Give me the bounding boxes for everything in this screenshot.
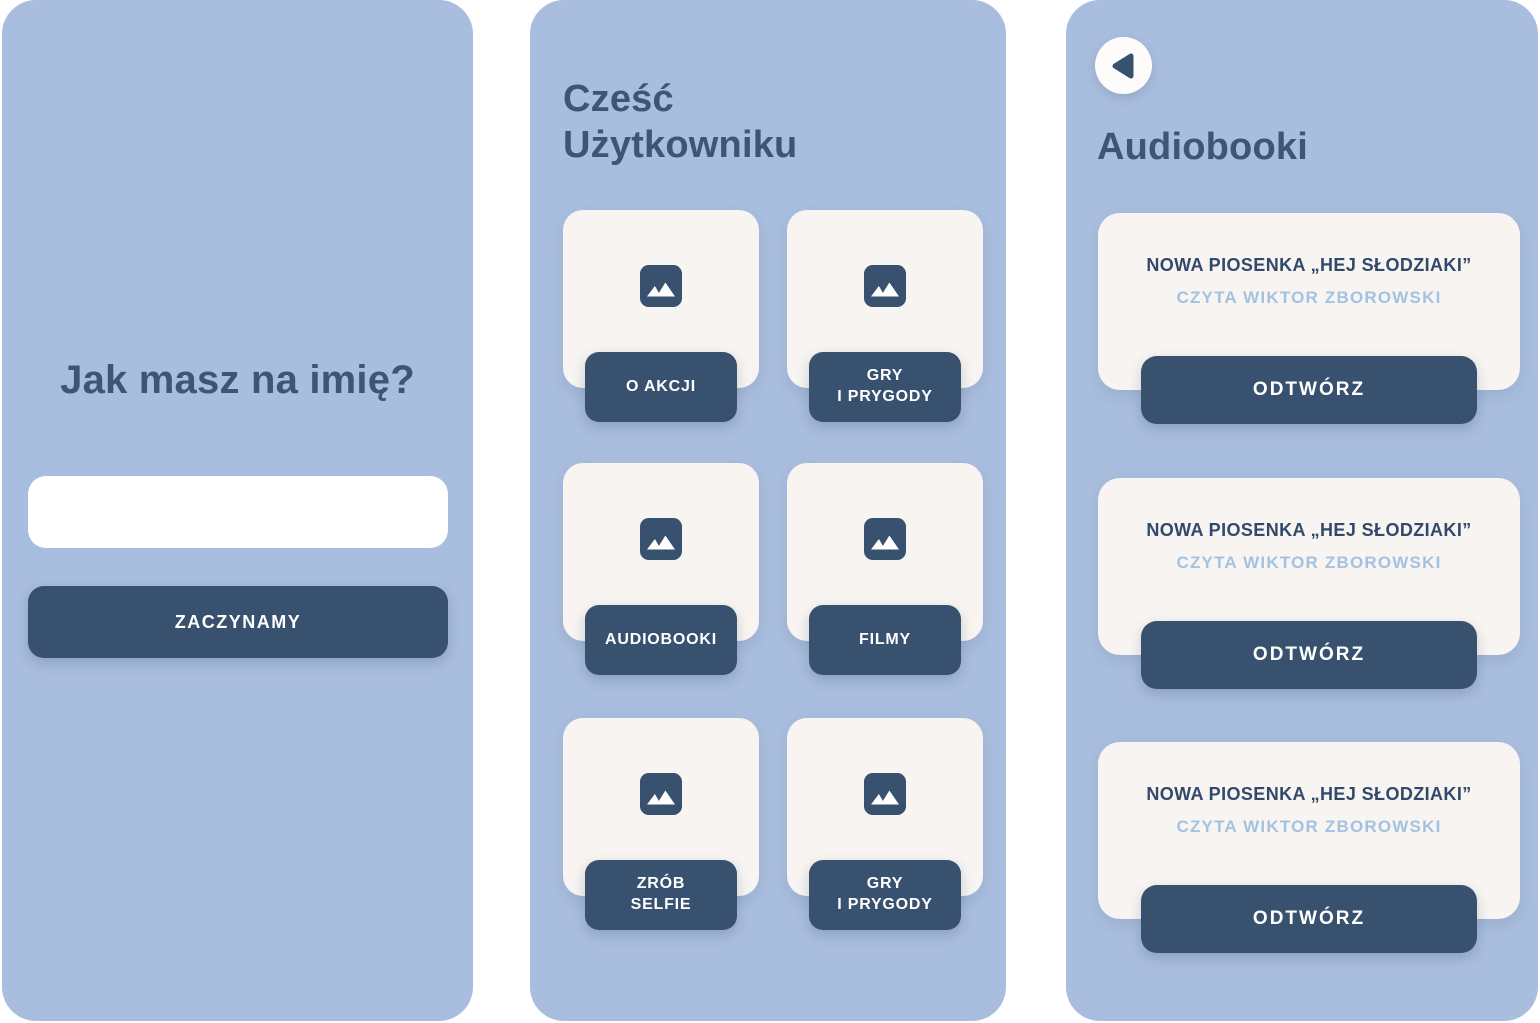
start-button[interactable]: ZACZYNAMY — [28, 586, 448, 658]
name-input[interactable] — [28, 476, 448, 548]
tile-o-akcji[interactable]: O AKCJI — [563, 210, 759, 422]
tile-audiobooki[interactable]: AUDIOBOOKI — [563, 463, 759, 675]
back-button[interactable] — [1095, 37, 1152, 94]
audiobook-title: NOWA PIOSENKA „HEJ SŁODZIAKI” — [1146, 784, 1472, 804]
image-placeholder-icon — [864, 773, 906, 815]
image-placeholder-icon — [864, 265, 906, 307]
screen-home: Cześć Użytkowniku O AKCJI GRY I PRYGODY … — [530, 0, 1006, 1021]
back-arrow-icon — [1109, 51, 1135, 81]
audiobook-card: NOWA PIOSENKA „HEJ SŁODZIAKI” CZYTA WIKT… — [1098, 742, 1520, 953]
audiobook-card: NOWA PIOSENKA „HEJ SŁODZIAKI” CZYTA WIKT… — [1098, 213, 1520, 424]
tile-label-button[interactable]: O AKCJI — [585, 352, 737, 422]
tile-zrob-selfie[interactable]: ZRÓB SELFIE — [563, 718, 759, 930]
tile-label-button[interactable]: FILMY — [809, 605, 961, 675]
tile-gry-i-prygody-2[interactable]: GRY I PRYGODY — [787, 718, 983, 930]
tile-label-button[interactable]: ZRÓB SELFIE — [585, 860, 737, 930]
tile-label-button[interactable]: GRY I PRYGODY — [809, 860, 961, 930]
tile-filmy[interactable]: FILMY — [787, 463, 983, 675]
image-placeholder-icon — [640, 518, 682, 560]
audiobook-card: NOWA PIOSENKA „HEJ SŁODZIAKI” CZYTA WIKT… — [1098, 478, 1520, 689]
image-placeholder-icon — [640, 773, 682, 815]
audiobook-narrator: CZYTA WIKTOR ZBOROWSKI — [1176, 553, 1442, 572]
play-button[interactable]: ODTWÓRZ — [1141, 356, 1477, 424]
play-button[interactable]: ODTWÓRZ — [1141, 621, 1477, 689]
screen-name-entry: Jak masz na imię? ZACZYNAMY — [2, 0, 473, 1021]
play-button[interactable]: ODTWÓRZ — [1141, 885, 1477, 953]
home-greeting-heading: Cześć Użytkowniku — [563, 78, 798, 167]
audiobook-narrator: CZYTA WIKTOR ZBOROWSKI — [1176, 817, 1442, 836]
tile-gry-i-prygody-1[interactable]: GRY I PRYGODY — [787, 210, 983, 422]
audiobook-title: NOWA PIOSENKA „HEJ SŁODZIAKI” — [1146, 255, 1472, 275]
audiobooks-heading: Audiobooki — [1097, 126, 1308, 168]
tile-label-button[interactable]: GRY I PRYGODY — [809, 352, 961, 422]
audiobook-narrator: CZYTA WIKTOR ZBOROWSKI — [1176, 288, 1442, 307]
screen-audiobooks: Audiobooki NOWA PIOSENKA „HEJ SŁODZIAKI”… — [1066, 0, 1538, 1021]
audiobook-title: NOWA PIOSENKA „HEJ SŁODZIAKI” — [1146, 520, 1472, 540]
image-placeholder-icon — [864, 518, 906, 560]
tile-label-button[interactable]: AUDIOBOOKI — [585, 605, 737, 675]
image-placeholder-icon — [640, 265, 682, 307]
name-question-heading: Jak masz na imię? — [60, 358, 415, 402]
